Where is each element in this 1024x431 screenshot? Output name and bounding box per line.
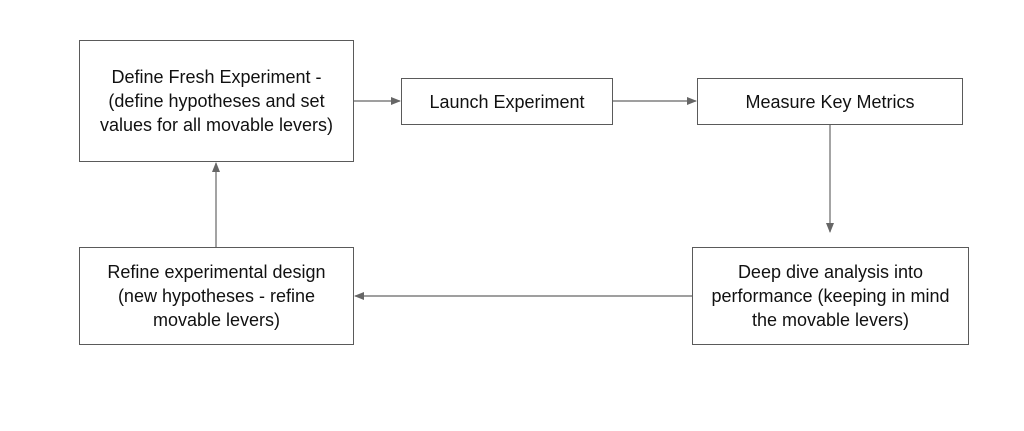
node-launch-experiment: Launch Experiment	[401, 78, 613, 125]
node-define-experiment: Define Fresh Experiment - (define hypoth…	[79, 40, 354, 162]
node-refine-label: Refine experimental design (new hypothes…	[107, 262, 326, 330]
node-define-label: Define Fresh Experiment - (define hypoth…	[99, 67, 334, 135]
node-launch-label: Launch Experiment	[429, 91, 585, 112]
node-measure-label: Measure Key Metrics	[745, 91, 915, 112]
node-measure-metrics: Measure Key Metrics	[697, 78, 963, 125]
node-deep-label: Deep dive analysis into performance (kee…	[711, 262, 950, 330]
node-deep-dive-analysis: Deep dive analysis into performance (kee…	[692, 247, 969, 345]
node-refine-design: Refine experimental design (new hypothes…	[79, 247, 354, 345]
